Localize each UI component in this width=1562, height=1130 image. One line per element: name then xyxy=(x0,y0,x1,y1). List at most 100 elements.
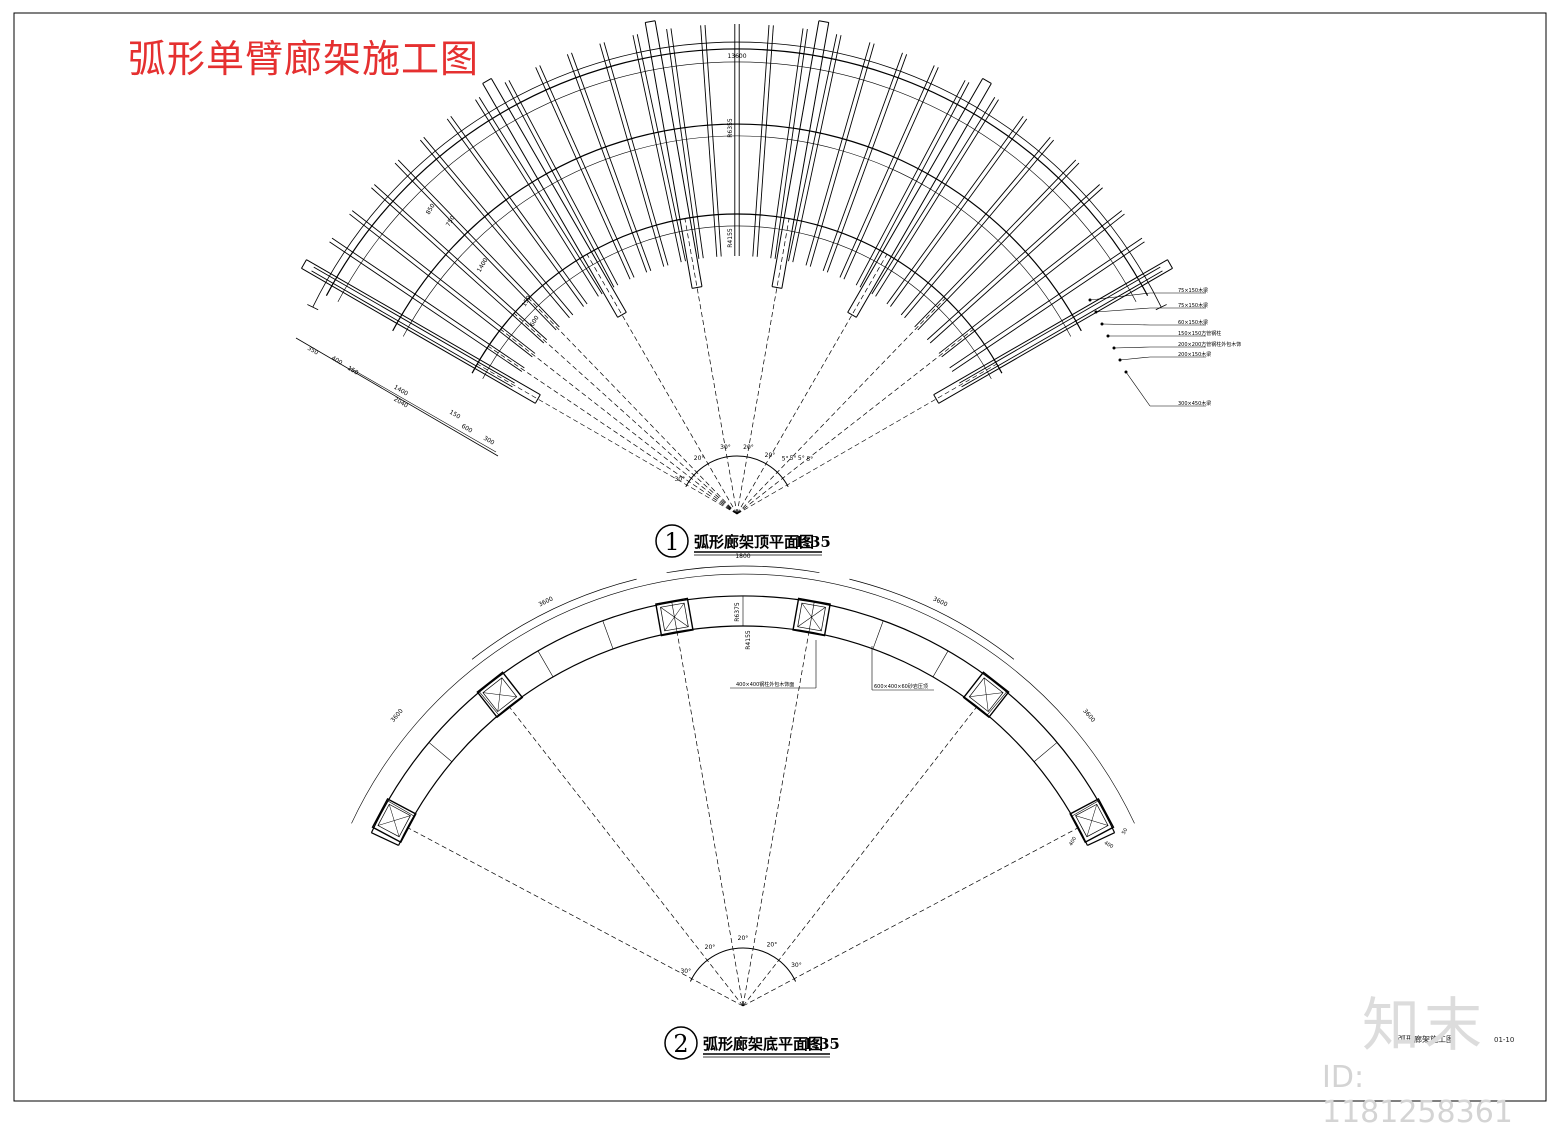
slat-line xyxy=(855,80,966,286)
dimension-label: 150 xyxy=(448,409,462,421)
main-beam-line xyxy=(855,83,992,318)
slat-line xyxy=(886,116,1024,305)
slat-line xyxy=(929,187,1103,344)
segment-joint xyxy=(872,620,884,650)
slat-line xyxy=(423,136,574,316)
slat-line xyxy=(374,184,548,341)
dimension-arc xyxy=(666,565,820,574)
angle-label: 20° xyxy=(765,452,776,459)
dimension-label: 350 xyxy=(306,345,320,357)
segment-joint xyxy=(932,650,949,678)
segment-joint xyxy=(387,800,415,817)
angle-label: 20° xyxy=(694,455,705,462)
angle-label: 20° xyxy=(767,942,778,949)
dimension-label: 600 xyxy=(460,423,474,435)
angle-label: 20° xyxy=(705,944,716,951)
dimension-label: 2040 xyxy=(392,396,409,410)
segment-joint xyxy=(987,691,1007,716)
material-note: 60×150木梁 xyxy=(1178,319,1208,326)
radial-dash-line xyxy=(528,297,738,515)
dimension-label: 50 xyxy=(1121,827,1129,836)
dimension-label: 750 xyxy=(445,214,457,228)
material-note: 75×150木梁 xyxy=(1178,302,1208,309)
dimension-label: 150 xyxy=(346,365,360,377)
slat-line xyxy=(331,237,525,369)
leader-dot xyxy=(1094,310,1098,314)
leader-dot xyxy=(1088,298,1092,302)
column-inner xyxy=(482,677,518,713)
slat-line xyxy=(788,34,838,262)
wall-arc xyxy=(370,595,1116,833)
dimension-label: 150 xyxy=(521,294,533,308)
slat-line xyxy=(917,162,1080,331)
dimension-label: 600 xyxy=(529,314,541,328)
main-beam-line xyxy=(938,267,1173,404)
main-beam-line xyxy=(306,259,541,396)
slat-line xyxy=(666,29,700,259)
slat-line xyxy=(843,67,939,280)
note-text: 400×400钢柱外包木饰面 xyxy=(736,681,794,688)
leader-dot xyxy=(1100,322,1104,326)
radial-dash-line xyxy=(407,827,744,1007)
radial-dash-line xyxy=(500,329,738,515)
slat-line xyxy=(941,213,1125,358)
column-inner xyxy=(377,803,411,838)
angle-label: 5° xyxy=(806,456,813,463)
material-note: 75×150木梁 xyxy=(1178,287,1208,294)
drawing-note: 弧形廊架施工图 xyxy=(1398,1035,1454,1044)
view-number: 2 xyxy=(673,1030,688,1058)
view-title: 弧形廊架底平面图 xyxy=(703,1035,823,1053)
radial-dash-line xyxy=(742,706,978,1007)
slat-line xyxy=(871,97,996,295)
segment-joint xyxy=(602,620,614,650)
radial-dash-line xyxy=(742,631,810,1007)
radius-label: R6375 xyxy=(734,602,741,622)
main-beam-line xyxy=(933,394,940,404)
slat-line xyxy=(420,139,570,319)
slat-line xyxy=(450,116,588,305)
column-inner xyxy=(797,602,826,632)
radius-label: R4155 xyxy=(727,228,734,248)
angle-label: 5° xyxy=(782,456,789,463)
leader-line xyxy=(1119,356,1151,361)
slat-line xyxy=(900,136,1051,316)
column-cross xyxy=(1075,815,1109,826)
dimension-arc xyxy=(849,578,1015,660)
main-beam-line xyxy=(301,259,307,269)
watermark-id: ID: 1181258361 xyxy=(1322,1060,1513,1130)
beam-arc xyxy=(392,123,1082,332)
dimension-label: 300 xyxy=(482,435,496,447)
main-beam-line xyxy=(933,259,1168,396)
slat-line xyxy=(397,159,560,328)
slat-line xyxy=(329,241,523,372)
slat-line xyxy=(313,266,515,384)
leader-line xyxy=(1113,346,1151,349)
dimension-label: 3600 xyxy=(1081,708,1096,724)
slat-line xyxy=(349,213,533,358)
main-beam-line xyxy=(847,78,984,313)
slat-line xyxy=(875,99,999,297)
wall-arc xyxy=(351,573,1135,824)
main-beam-line xyxy=(645,20,656,23)
slat-line xyxy=(809,43,875,267)
angle-label: 30° xyxy=(674,476,685,483)
beam-arc xyxy=(337,61,1137,302)
dimension-label: 400 xyxy=(1068,836,1078,847)
main-beam-line xyxy=(771,20,820,287)
main-beam-line xyxy=(781,22,830,289)
column-inner xyxy=(660,602,689,632)
material-note: 200×200方管钢柱外包木饰 xyxy=(1178,341,1241,348)
radial-dash-line xyxy=(736,329,974,515)
column xyxy=(476,671,524,719)
slat-line xyxy=(504,82,615,288)
view-title: 弧形廊架顶平面图 xyxy=(694,533,814,551)
slat-line xyxy=(632,35,682,263)
view-number-circle xyxy=(655,524,689,558)
dimension-label: 400 xyxy=(1103,840,1114,850)
column-cross xyxy=(664,602,685,632)
main-beam-line xyxy=(482,83,619,318)
slat-line xyxy=(839,65,935,278)
slat-line xyxy=(508,80,619,286)
